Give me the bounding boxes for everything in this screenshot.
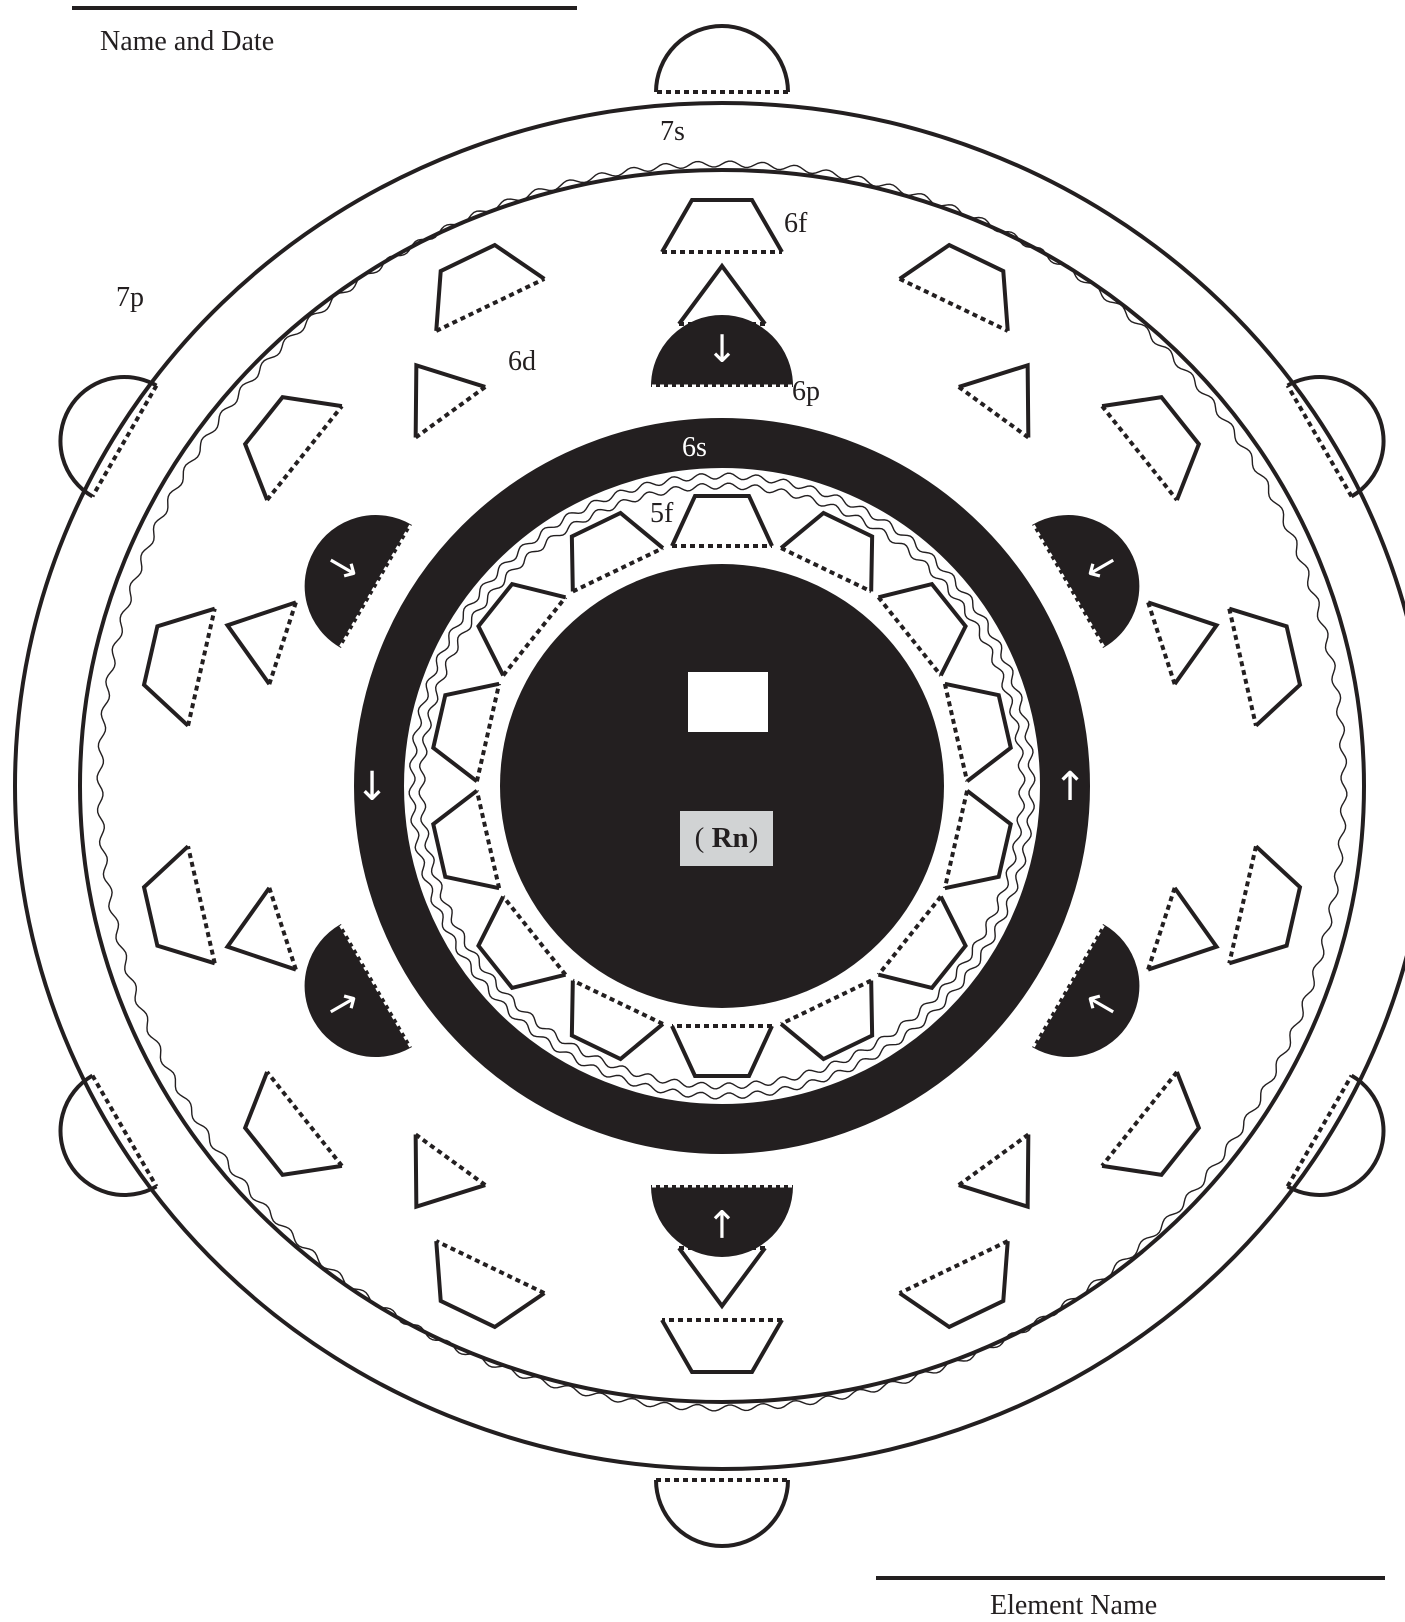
- orbital-6f-1-dots: [900, 279, 1008, 331]
- orbital-6f-5-edge: [1102, 1072, 1217, 1198]
- orbital-6f-4: [1229, 846, 1306, 975]
- orbital-5f-10: [428, 791, 499, 900]
- orbital-7p-axis-1: [656, 1480, 788, 1546]
- orbital-6f-8-dots: [436, 1241, 544, 1293]
- electron-arrow-6s-up: ↑: [1053, 764, 1087, 810]
- orbital-6f-11-dots: [188, 609, 215, 726]
- orbital-6d-2-edge: [1148, 584, 1230, 684]
- orbital-6f-4-dots: [1229, 846, 1256, 963]
- orbital-6d-7: [214, 888, 296, 988]
- orbital-6f-2-dots: [1102, 406, 1177, 500]
- orbital-5f-4-dots: [945, 791, 967, 888]
- orbital-6f-13-dots: [436, 279, 544, 331]
- orbital-5f-4: [945, 791, 1016, 900]
- orbital-5f-10-edge: [428, 791, 499, 900]
- charge-close-paren: ): [749, 822, 759, 854]
- orbital-6f-13-edge: [414, 232, 545, 331]
- label-5f: 5f: [650, 498, 674, 529]
- label-7p: 7p: [116, 282, 144, 313]
- orbital-7p-dots-3: [1288, 1076, 1352, 1187]
- orbital-6f-8-edge: [414, 1241, 545, 1340]
- charge-box: ( Rn): [680, 811, 773, 866]
- label-7s: 7s: [660, 116, 685, 147]
- orbital-7p-dots-0: [92, 386, 156, 497]
- orbital-6f-1: [900, 232, 1031, 331]
- orbital-6f-3: [1229, 597, 1306, 726]
- orbital-6f-7: [662, 1320, 782, 1372]
- orbital-5f-0-edge: [672, 496, 772, 546]
- orbital-6f-3-dots: [1229, 609, 1256, 726]
- orbital-6f-12-dots: [267, 406, 342, 500]
- orbital-6d-3-edge: [1148, 888, 1230, 988]
- orbital-6d-4-dots: [959, 1134, 1029, 1185]
- orbital-6d-6-dots: [416, 1134, 486, 1185]
- orbital-6f-3-edge: [1229, 597, 1306, 726]
- orbital-6d-3-dots: [1148, 888, 1175, 970]
- label-6p: 6p: [792, 376, 820, 407]
- orbital-5f-11-dots: [477, 684, 499, 781]
- orbital-6f-10-dots: [188, 846, 215, 963]
- electron-arrow-6p-0: ↓: [706, 327, 738, 371]
- orbital-diagram: ↓↑ ↓↓↓↓↓↓ 7s 7p 6f 6d 6p 6s 5f: [0, 0, 1405, 1587]
- element-name-line: [876, 1576, 1385, 1580]
- orbital-6f-0-edge: [662, 200, 782, 252]
- orbital-6d-9: [382, 340, 486, 437]
- orbital-6f-7-edge: [662, 1320, 782, 1372]
- orbital-5f-0: [672, 496, 772, 546]
- orbital-6f-8: [414, 1241, 545, 1340]
- orbital-6d-1: [959, 340, 1063, 437]
- orbital-6f-0: [662, 200, 782, 252]
- orbital-6d-8-dots: [269, 602, 296, 684]
- orbital-7p-dots-1: [92, 1076, 156, 1187]
- label-6s: 6s: [682, 432, 707, 463]
- orbital-6d-7-edge: [214, 888, 296, 988]
- orbital-5f-10-dots: [477, 791, 499, 888]
- orbital-7p-axis-0: [656, 26, 788, 92]
- orbital-6d-7-dots: [269, 888, 296, 970]
- orbital-6f-1-edge: [900, 232, 1031, 331]
- orbital-6d-8: [214, 584, 296, 684]
- orbital-7p-dots-2: [1288, 386, 1352, 497]
- orbital-6d-1-dots: [959, 387, 1029, 438]
- orbital-6f-5: [1102, 1072, 1217, 1198]
- charge-open-paren: (: [695, 822, 705, 854]
- orbital-6d-2-dots: [1148, 602, 1175, 684]
- orbital-6f-12-edge: [226, 374, 341, 500]
- orbital-5f-3-edge: [945, 673, 1016, 782]
- electron-arrow-6p-3: ↓: [706, 1201, 738, 1245]
- orbital-6f-13: [414, 232, 545, 331]
- orbital-5f-3-dots: [945, 684, 967, 781]
- nucleus-core: [500, 564, 944, 1008]
- orbital-6d-8-edge: [214, 584, 296, 684]
- orbital-6f-9-dots: [267, 1072, 342, 1166]
- orbital-6f-10-edge: [137, 846, 214, 975]
- orbital-6f-6-dots: [900, 1241, 1008, 1293]
- orbital-6f-12: [226, 374, 341, 500]
- element-symbol: Rn: [712, 822, 749, 854]
- orbital-6f-6: [900, 1241, 1031, 1340]
- orbital-6f-6-edge: [900, 1241, 1031, 1340]
- orbital-6d-6: [382, 1134, 486, 1231]
- element-symbol-box[interactable]: [688, 672, 768, 732]
- orbital-6f-11: [137, 597, 214, 726]
- orbital-6d-9-dots: [416, 387, 486, 438]
- element-name-label: Element Name: [990, 1590, 1157, 1622]
- label-6d: 6d: [508, 346, 536, 377]
- orbital-6d-3: [1148, 888, 1230, 988]
- orbital-6d-4: [959, 1134, 1063, 1231]
- orbital-6f-5-dots: [1102, 1072, 1177, 1166]
- orbital-6f-10: [137, 846, 214, 975]
- orbital-6d-2: [1148, 584, 1230, 684]
- rings-layer: ↓↑: [15, 103, 1405, 1469]
- orbital-5f-7-edge: [672, 1026, 772, 1076]
- orbital-5f-3: [945, 673, 1016, 782]
- label-6f: 6f: [784, 208, 808, 239]
- orbital-5f-11: [428, 673, 499, 782]
- electron-arrow-6s-down: ↓: [355, 764, 389, 810]
- orbital-5f-7: [672, 1026, 772, 1076]
